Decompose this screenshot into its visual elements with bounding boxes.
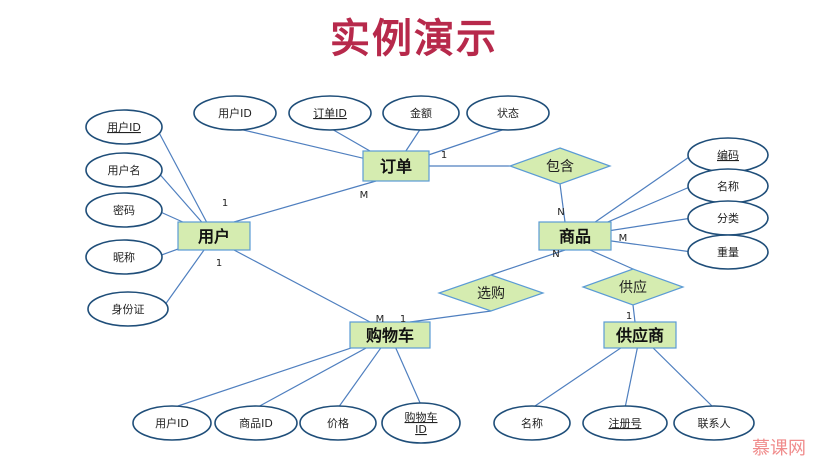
relationship-supply: 供应	[581, 268, 685, 306]
attribute-label: 昵称	[113, 250, 135, 264]
attribute-label: 注册号	[609, 416, 642, 430]
attribute-label: 分类	[717, 211, 739, 225]
attribute-supplier-name: 名称	[493, 405, 571, 441]
cardinality-user-cart: 1	[216, 258, 222, 269]
attribute-label: 编码	[717, 148, 739, 162]
relationship-label: 选购	[477, 286, 505, 302]
attribute-supplier-reg: 注册号	[582, 405, 668, 441]
relationship-label: 包含	[546, 159, 574, 175]
attribute-supplier-contact: 联系人	[673, 405, 755, 441]
attribute-cart-product-id: 商品ID	[214, 405, 298, 441]
entity-label: 供应商	[615, 326, 664, 345]
entity-cart: 购物车	[349, 321, 431, 349]
entity-user: 用户	[177, 221, 251, 251]
attribute-label: 名称	[521, 416, 543, 430]
entity-label: 商品	[559, 227, 591, 246]
attribute-order-user-id: 用户ID	[193, 95, 277, 131]
attribute-user-idcard: 身份证	[87, 291, 169, 327]
attribute-user-id: 用户ID	[85, 109, 163, 145]
attribute-label: 用户ID	[107, 120, 141, 134]
attribute-product-name: 名称	[687, 168, 769, 204]
relationship-connector	[559, 183, 566, 223]
page-title: 实例演示	[330, 16, 498, 62]
attribute-user-password: 密码	[85, 192, 163, 228]
attribute-user-name: 用户名	[85, 152, 163, 188]
attribute-label: 商品ID	[239, 416, 273, 430]
attribute-order-amount: 金额	[382, 95, 460, 131]
relationship-connector	[233, 249, 371, 323]
attribute-cart-user-id: 用户ID	[132, 405, 212, 441]
cardinality-product-select: N	[552, 249, 559, 260]
cardinality-user-order: 1	[222, 198, 228, 209]
attribute-label: 状态	[497, 106, 519, 120]
relationship-select: 选购	[437, 274, 545, 312]
attribute-user-nickname: 昵称	[85, 239, 163, 275]
attribute-label: 身份证	[112, 302, 145, 316]
attribute-label: 联系人	[698, 417, 731, 430]
attribute-product-category: 分类	[687, 200, 769, 236]
relationship-connector	[632, 304, 636, 323]
relationship-label: 供应	[619, 279, 647, 296]
attribute-label: 订单ID	[313, 107, 347, 120]
relationship-connector	[233, 180, 377, 223]
attribute-order-id: 订单ID	[288, 95, 372, 131]
attribute-product-code: 编码	[687, 137, 769, 173]
cardinality-cart-user: M	[376, 314, 385, 325]
cardinality-order-user: M	[360, 190, 369, 201]
relationship-connector	[409, 310, 492, 323]
attribute-label: 金额	[410, 106, 432, 120]
logo: 慕课网	[752, 438, 806, 459]
attribute-connector	[155, 126, 215, 237]
connector-lines	[155, 126, 715, 409]
attribute-label: 密码	[113, 203, 135, 217]
relationship-contain: 包含	[508, 147, 612, 185]
attribute-label: 用户ID	[155, 416, 189, 430]
entity-order: 订单	[362, 150, 430, 182]
cardinality-cart-select: 1	[400, 314, 406, 325]
cardinality-supplier-supply: 1	[626, 311, 632, 322]
relationship-connector	[589, 249, 634, 270]
attribute-label: 重量	[717, 245, 739, 259]
attribute-label: ID	[415, 423, 427, 436]
entity-product: 商品	[538, 221, 612, 251]
entity-label: 购物车	[366, 326, 414, 345]
entity-supplier: 供应商	[603, 321, 677, 349]
attribute-label: 价格	[327, 416, 349, 430]
entity-label: 订单	[380, 157, 412, 176]
cardinality-product-supply: M	[619, 233, 628, 244]
attribute-order-status: 状态	[466, 95, 550, 131]
attribute-label: 用户ID	[218, 106, 252, 120]
entity-label: 用户	[198, 227, 230, 246]
attribute-label: 购物车	[405, 410, 438, 424]
attribute-cart-price: 价格	[299, 405, 377, 441]
relationship-connector	[490, 249, 566, 276]
attribute-label: 名称	[717, 179, 739, 193]
attribute-product-weight: 重量	[687, 234, 769, 270]
cardinality-product-contain: N	[557, 207, 564, 218]
attribute-label: 用户名	[108, 163, 141, 177]
cardinality-order-contain: 1	[441, 150, 447, 161]
